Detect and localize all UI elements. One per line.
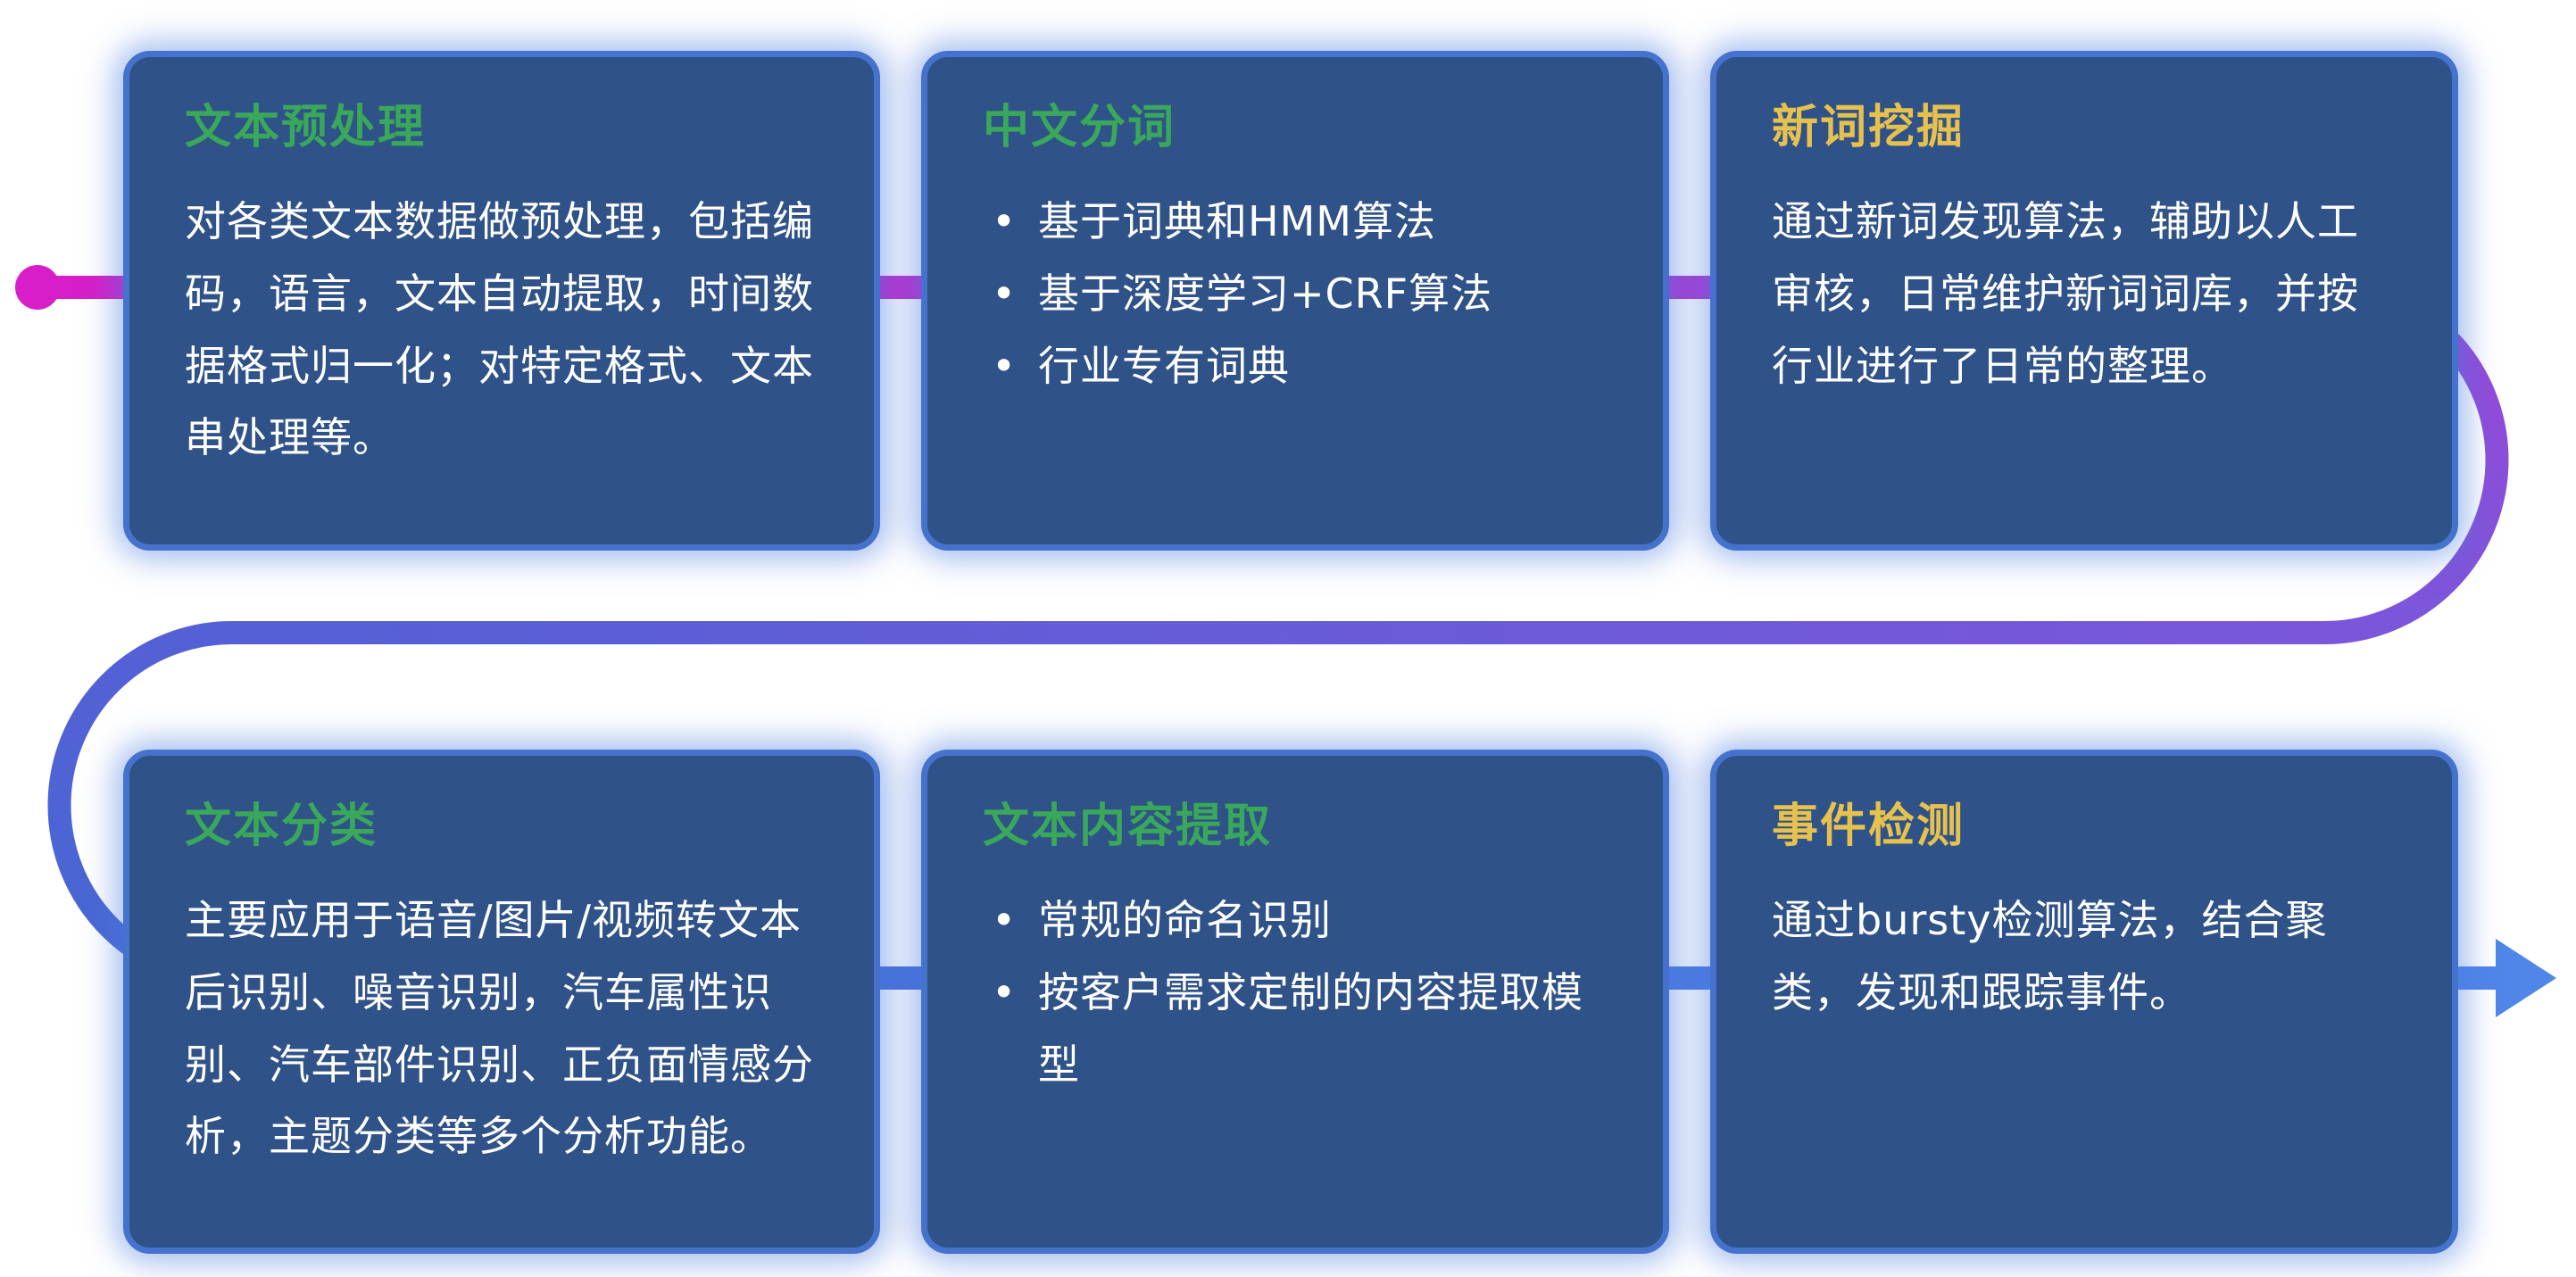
card-text-preprocessing: 文本预处理 对各类文本数据做预处理，包括编码，语言，文本自动提取，时间数据格式归… bbox=[123, 51, 880, 551]
bullet-item: • 基于深度学习+CRF算法 bbox=[992, 258, 1608, 330]
card-title: 文本预处理 bbox=[185, 101, 427, 154]
bullet-icon: • bbox=[992, 895, 1018, 944]
card-body: 对各类文本数据做预处理，包括编码，语言，文本自动提取，时间数据格式归一化；对特定… bbox=[185, 196, 814, 462]
card-title: 文本内容提取 bbox=[983, 800, 1273, 853]
bullet-icon: • bbox=[992, 341, 1018, 390]
bullet-item: • 按客户需求定制的内容提取模型 bbox=[992, 957, 1608, 1101]
card-title: 新词挖掘 bbox=[1772, 101, 1965, 154]
flow-start-dot bbox=[15, 265, 60, 310]
bullet-text: 按客户需求定制的内容提取模型 bbox=[1038, 967, 1583, 1089]
card-title: 事件检测 bbox=[1772, 800, 1965, 853]
bullet-icon: • bbox=[992, 269, 1018, 318]
card-new-word-mining: 新词挖掘 通过新词发现算法，辅助以人工审核，日常维护新词词库，并按行业进行了日常… bbox=[1710, 51, 2458, 551]
bullet-icon: • bbox=[992, 967, 1018, 1016]
bullet-text: 基于词典和HMM算法 bbox=[1038, 196, 1436, 245]
card-title: 中文分词 bbox=[983, 101, 1176, 154]
bullet-icon: • bbox=[992, 196, 1018, 245]
card-bullet-list: • 常规的命名识别 • 按客户需求定制的内容提取模型 bbox=[983, 884, 1608, 1101]
card-text-content-extraction: 文本内容提取 • 常规的命名识别 • 按客户需求定制的内容提取模型 bbox=[921, 750, 1669, 1254]
bullet-item: • 常规的命名识别 bbox=[992, 884, 1608, 957]
bullet-text: 基于深度学习+CRF算法 bbox=[1038, 269, 1493, 318]
card-body: 主要应用于语音/图片/视频转文本后识别、噪音识别，汽车属性识别、汽车部件识别、正… bbox=[185, 895, 814, 1161]
card-event-detection: 事件检测 通过bursty检测算法，结合聚类，发现和跟踪事件。 bbox=[1710, 750, 2458, 1254]
bullet-text: 常规的命名识别 bbox=[1038, 895, 1332, 944]
card-text-classification: 文本分类 主要应用于语音/图片/视频转文本后识别、噪音识别，汽车属性识别、汽车部… bbox=[123, 750, 880, 1254]
flow-arrow-icon bbox=[2496, 939, 2556, 1017]
card-title: 文本分类 bbox=[185, 800, 378, 853]
card-body: 通过新词发现算法，辅助以人工审核，日常维护新词词库，并按行业进行了日常的整理。 bbox=[1772, 196, 2359, 390]
card-bullet-list: • 基于词典和HMM算法 • 基于深度学习+CRF算法 • 行业专有词典 bbox=[983, 186, 1608, 402]
bullet-item: • 行业专有词典 bbox=[992, 330, 1608, 402]
card-chinese-word-segmentation: 中文分词 • 基于词典和HMM算法 • 基于深度学习+CRF算法 • 行业专有词… bbox=[921, 51, 1669, 551]
bullet-text: 行业专有词典 bbox=[1038, 341, 1290, 390]
card-body: 通过bursty检测算法，结合聚类，发现和跟踪事件。 bbox=[1772, 895, 2328, 1016]
bullet-item: • 基于词典和HMM算法 bbox=[992, 186, 1608, 258]
